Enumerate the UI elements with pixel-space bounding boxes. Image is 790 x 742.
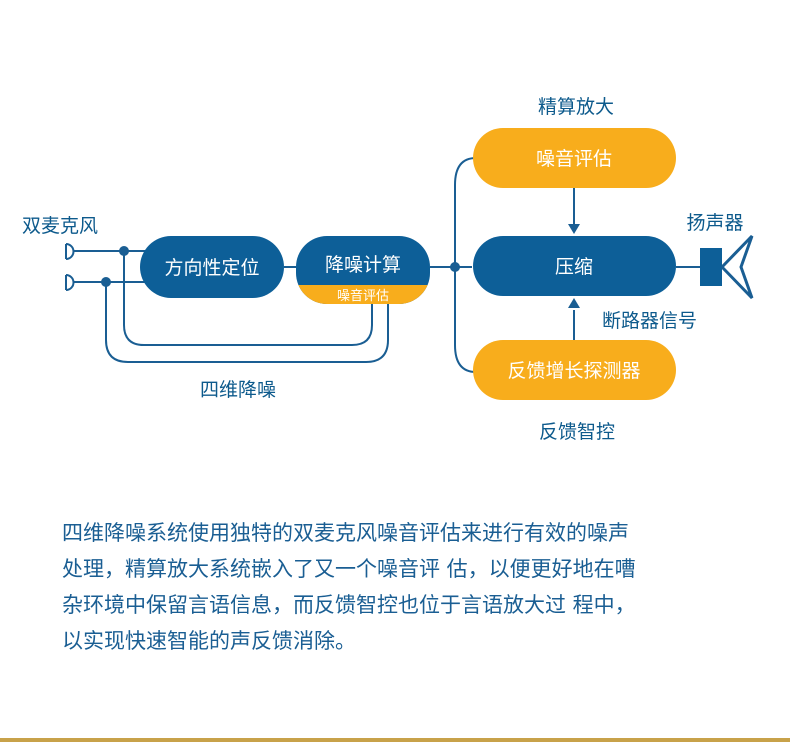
speaker-icon — [700, 234, 754, 300]
arrow-down-icon — [568, 224, 580, 234]
arrow-up-icon — [568, 298, 580, 308]
noise-calc-label: 降噪计算 — [325, 254, 401, 276]
direction-box-label: 方向性定位 — [164, 257, 259, 279]
feedback-detector-label: 反馈增长探测器 — [507, 360, 640, 382]
junction-dot-2 — [101, 277, 111, 287]
noise-eval-label: 噪音评估 — [536, 148, 612, 170]
speaker-label: 扬声器 — [686, 212, 743, 234]
top-label: 精算放大 — [538, 96, 614, 118]
noise-calc-sublabel: 噪音评估 — [337, 288, 389, 304]
junction-dot-1 — [119, 246, 129, 256]
feedback-detector-box — [473, 340, 676, 400]
breaker-label: 断路器信号 — [602, 310, 697, 332]
compress-label: 压缩 — [555, 256, 593, 278]
noise-calc-box — [296, 236, 430, 304]
noise-reduction-diagram: 双麦克风 方向性定位 降噪计算 噪音评估 四维降噪 精算放大 — [22, 96, 754, 443]
bottom-divider — [0, 738, 790, 742]
description-text: 四维降噪系统使用独特的双麦克风噪音评估来进行有效的噪声 处理，精算放大系统嵌入了… — [62, 515, 742, 659]
junction-dot-3 — [450, 262, 460, 272]
compress-box — [473, 236, 676, 296]
description-line: 以实现快速智能的声反馈消除。 — [62, 629, 356, 653]
bottom-label: 反馈智控 — [539, 421, 615, 443]
noise-eval-box — [473, 128, 676, 188]
loop-label: 四维降噪 — [200, 379, 276, 401]
description-line: 处理，精算放大系统嵌入了又一个噪音评 估，以便更好地在嘈 — [62, 557, 636, 581]
microphone-icon-bottom — [65, 274, 75, 291]
mic-label: 双麦克风 — [22, 215, 98, 237]
description-line: 四维降噪系统使用独特的双麦克风噪音评估来进行有效的噪声 — [62, 521, 629, 545]
microphone-icon-top — [65, 243, 75, 260]
direction-box — [140, 236, 284, 298]
description-line: 杂环境中保留言语信息，而反馈智控也位于言语放大过 程中， — [62, 593, 636, 617]
